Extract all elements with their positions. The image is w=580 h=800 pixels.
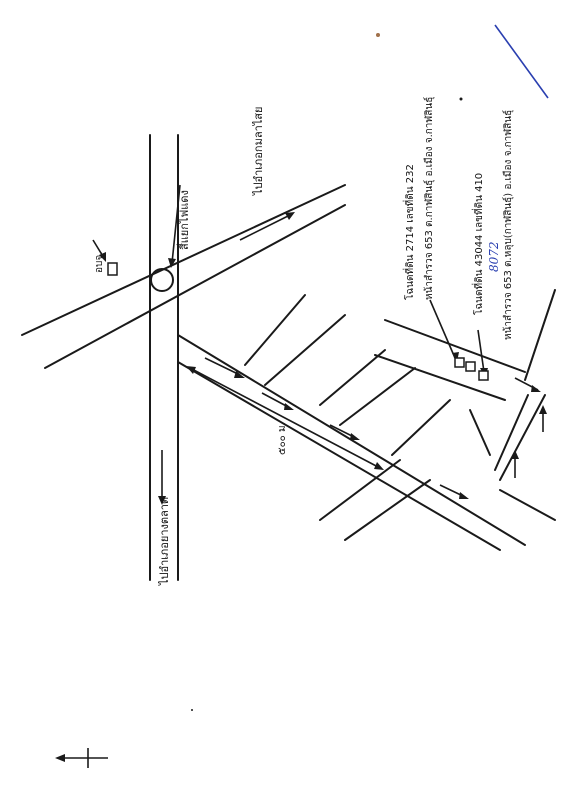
- arrowhead-7: [539, 405, 547, 414]
- arrowhead-8: [511, 450, 519, 459]
- plot-marker-3: [478, 370, 489, 381]
- right-road-edge-b: [494, 394, 529, 471]
- arrowhead-6: [531, 385, 541, 392]
- pen-stroke-mark: [494, 24, 549, 99]
- label-handwritten-number: 8072: [487, 241, 501, 272]
- cross-street-6: [319, 459, 401, 521]
- arrowhead-10: [99, 252, 106, 262]
- obj-building-marker: [107, 262, 118, 276]
- arrowhead-1: [285, 212, 295, 220]
- arrow-diag-1: [204, 357, 241, 376]
- right-road-edge-a: [499, 394, 546, 481]
- speck-3: [191, 709, 193, 711]
- cross-street-2: [264, 314, 346, 386]
- plot-road-edge-a: [384, 319, 526, 373]
- arrowhead-3: [284, 403, 294, 410]
- label-plot2-line1: โฉนดที่ดิน 43044 เลขที่ดิน 410: [471, 173, 485, 315]
- roundabout: [150, 268, 174, 292]
- cross-street-7: [344, 479, 431, 541]
- distance-head-end: [374, 462, 384, 470]
- plot-road-edge-b: [374, 354, 506, 401]
- label-traffic-light: สี่แยกไฟแดง: [176, 190, 191, 250]
- distance-bracket: [189, 367, 381, 469]
- cross-street-1: [244, 294, 306, 366]
- highway-edge-lower: [44, 204, 346, 369]
- arrow-to-kham-yai: [239, 214, 291, 241]
- arrowhead-5: [459, 492, 469, 499]
- label-distance: ๕๐๐ ม.: [277, 422, 288, 455]
- diagonal-road-edge-b: [177, 361, 501, 551]
- leader-plot-1: [429, 299, 456, 359]
- right-road-edge-d: [524, 289, 556, 381]
- cross-street-3: [319, 349, 386, 406]
- arrowhead-9: [158, 496, 166, 505]
- label-plot1-line1: โฉนดที่ดิน 2714 เลขที่ดิน 232: [402, 164, 416, 300]
- highway-edge-upper: [21, 184, 346, 336]
- speck-2: [459, 97, 463, 101]
- label-plot2-line2: หน้าสำรวจ 653 ต.หลุบ(กาฬสินธุ์) อ.เมือง …: [502, 110, 514, 340]
- right-road-edge-e: [499, 489, 556, 521]
- label-plot1-line2: หน้าสำรวจ 653 ต.กาฬสินธุ์ อ.เมือง จ.กาฬส…: [423, 97, 435, 300]
- leader-plot-2: [477, 329, 485, 373]
- arrow-traffic-light: [171, 184, 181, 264]
- cross-street-4: [339, 367, 416, 426]
- speck-1: [376, 33, 380, 37]
- arrowhead-11: [168, 258, 176, 268]
- north-arrow-icon: [55, 754, 65, 762]
- arrowhead-4: [350, 433, 360, 440]
- plot-marker-1: [454, 357, 465, 368]
- label-to-yang-talat: ไปอำเภอยางตลาด: [158, 497, 171, 586]
- right-road-edge-c: [469, 409, 491, 456]
- label-obj: อบจ.: [94, 252, 105, 273]
- distance-head-start: [186, 366, 196, 374]
- cross-street-5: [391, 399, 451, 456]
- arrowhead-2: [234, 371, 245, 378]
- label-to-kham-yai: ไปอำเภอกมลาไสย: [252, 107, 265, 196]
- plot-marker-2: [465, 361, 476, 372]
